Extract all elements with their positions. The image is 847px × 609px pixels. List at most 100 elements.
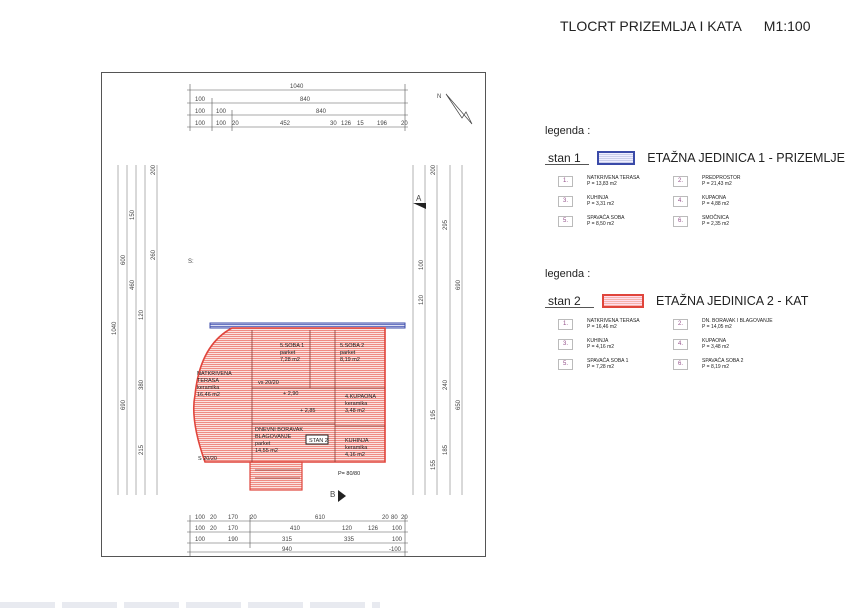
stan2-tag [305, 434, 329, 445]
dim-text: 196 [377, 121, 388, 127]
svg-text:380: 380 [139, 379, 145, 390]
svg-text:1040: 1040 [112, 321, 118, 335]
legend-title: legenda : [545, 125, 591, 137]
stan-label: stan 2 [545, 295, 594, 308]
dim-text: 840 [316, 109, 327, 115]
section-b-arrow-icon [338, 490, 346, 502]
side-dimension-lines [117, 165, 463, 495]
s-label: S 20/20 [198, 456, 217, 462]
item-area: P = 8,50 m2 [587, 220, 615, 227]
svg-text:120: 120 [419, 294, 425, 305]
staircase [249, 461, 303, 491]
svg-text:keramika: keramika [197, 385, 220, 391]
svg-text:parket: parket [255, 441, 271, 447]
svg-text:100: 100 [195, 526, 206, 532]
interior-walls [251, 330, 385, 479]
svg-text:3,48 m2: 3,48 m2 [345, 408, 365, 414]
svg-text:100: 100 [392, 537, 403, 543]
dim-text: 30 [330, 121, 337, 127]
section-a-arrow-icon [413, 203, 426, 209]
svg-text:parket: parket [280, 350, 296, 356]
dim-text: 100 [195, 109, 206, 115]
level-mark: + 2,90 [283, 391, 298, 397]
unit-label: ETAŽNA JEDINICA 1 - PRIZEMLJE [647, 151, 845, 165]
item-area: P = 7,28 m2 [587, 363, 615, 370]
svg-text:5.SOBA 2: 5.SOBA 2 [340, 343, 364, 349]
legend-title: legenda : [545, 268, 591, 280]
item-name: SPAVAĆA SOBA 2 [702, 358, 744, 364]
svg-text:100: 100 [195, 537, 206, 543]
svg-text:240: 240 [443, 379, 449, 390]
item-number: 3. [558, 196, 573, 207]
item-number: 4. [673, 339, 688, 350]
dim-text: 20 [401, 121, 408, 127]
svg-text:DNEVNI BORAVAK: DNEVNI BORAVAK [255, 427, 303, 433]
item-name: DN. BORAVAK I BLAGOVANJE [702, 318, 773, 324]
svg-text:120: 120 [342, 526, 353, 532]
svg-text:N: N [437, 94, 441, 100]
vs-label: vs 20/20 [258, 380, 279, 386]
unit-label: ETAŽNA JEDINICA 2 - KAT [656, 294, 809, 308]
item-number: 5. [558, 359, 573, 370]
svg-text:100: 100 [195, 515, 206, 521]
svg-text:200: 200 [151, 164, 157, 175]
scale-text: M1:100 [763, 18, 811, 34]
dim-text: 100 [195, 121, 206, 127]
label-s: S: [188, 259, 194, 265]
dim-text: 1040 [290, 84, 304, 90]
svg-text:4.KUPAONA: 4.KUPAONA [345, 394, 376, 400]
svg-text:410: 410 [290, 526, 301, 532]
svg-text:16,46 m2: 16,46 m2 [197, 392, 220, 398]
item-area: P = 21,43 m2 [702, 180, 732, 187]
item-name: KUHINJA [587, 195, 609, 201]
item-name: SPAVAĆA SOBA [587, 215, 625, 221]
svg-text:4,16 m2: 4,16 m2 [345, 452, 365, 458]
item-area: P = 8,19 m2 [702, 363, 730, 370]
dim-text: 126 [341, 121, 352, 127]
svg-text:keramika: keramika [345, 445, 368, 451]
dim-text: 100 [216, 121, 227, 127]
svg-text:295: 295 [443, 219, 449, 230]
svg-text:650: 650 [456, 399, 462, 410]
svg-text:NATKRIVENA: NATKRIVENA [197, 371, 232, 377]
item-name: NATKRIVENA TERASA [587, 175, 640, 181]
svg-text:690: 690 [456, 279, 462, 290]
item-number: 4. [673, 196, 688, 207]
item-area: P = 3,48 m2 [702, 343, 730, 350]
stan1-swatch [597, 151, 636, 165]
svg-text:20: 20 [382, 515, 389, 521]
svg-text:TERASA: TERASA [197, 378, 219, 384]
svg-text:260: 260 [151, 249, 157, 260]
item-number: 5. [558, 216, 573, 227]
left-side-dims: 1040 690 600 460 200 215 380 120 260 150 [112, 164, 157, 455]
svg-text:7,28 m2: 7,28 m2 [280, 357, 300, 363]
svg-text:690: 690 [121, 399, 127, 410]
item-name: SMOČNICA [702, 215, 729, 221]
item-number: 3. [558, 339, 573, 350]
item-number: 1. [558, 319, 573, 330]
item-name: KUPAONA [702, 338, 727, 344]
svg-text:185: 185 [443, 444, 449, 455]
stan2-tag-text: STAN 2 [309, 438, 328, 444]
svg-text:100: 100 [392, 526, 403, 532]
svg-text:parket: parket [340, 350, 356, 356]
svg-text:195: 195 [431, 409, 437, 420]
section-a-marker: A [416, 194, 422, 203]
footer-strip [0, 602, 380, 608]
right-side-dims: 200 295 690 650 240 195 185 155 120 100 [419, 164, 462, 470]
svg-text:20: 20 [401, 515, 408, 521]
dim-text: 100 [195, 97, 206, 103]
svg-text:126: 126 [368, 526, 379, 532]
bottom-dimensions [187, 515, 408, 556]
p-label: P= 80/80 [338, 471, 360, 477]
item-area: P = 2,35 m2 [702, 220, 730, 227]
svg-text:-100: -100 [389, 547, 402, 553]
